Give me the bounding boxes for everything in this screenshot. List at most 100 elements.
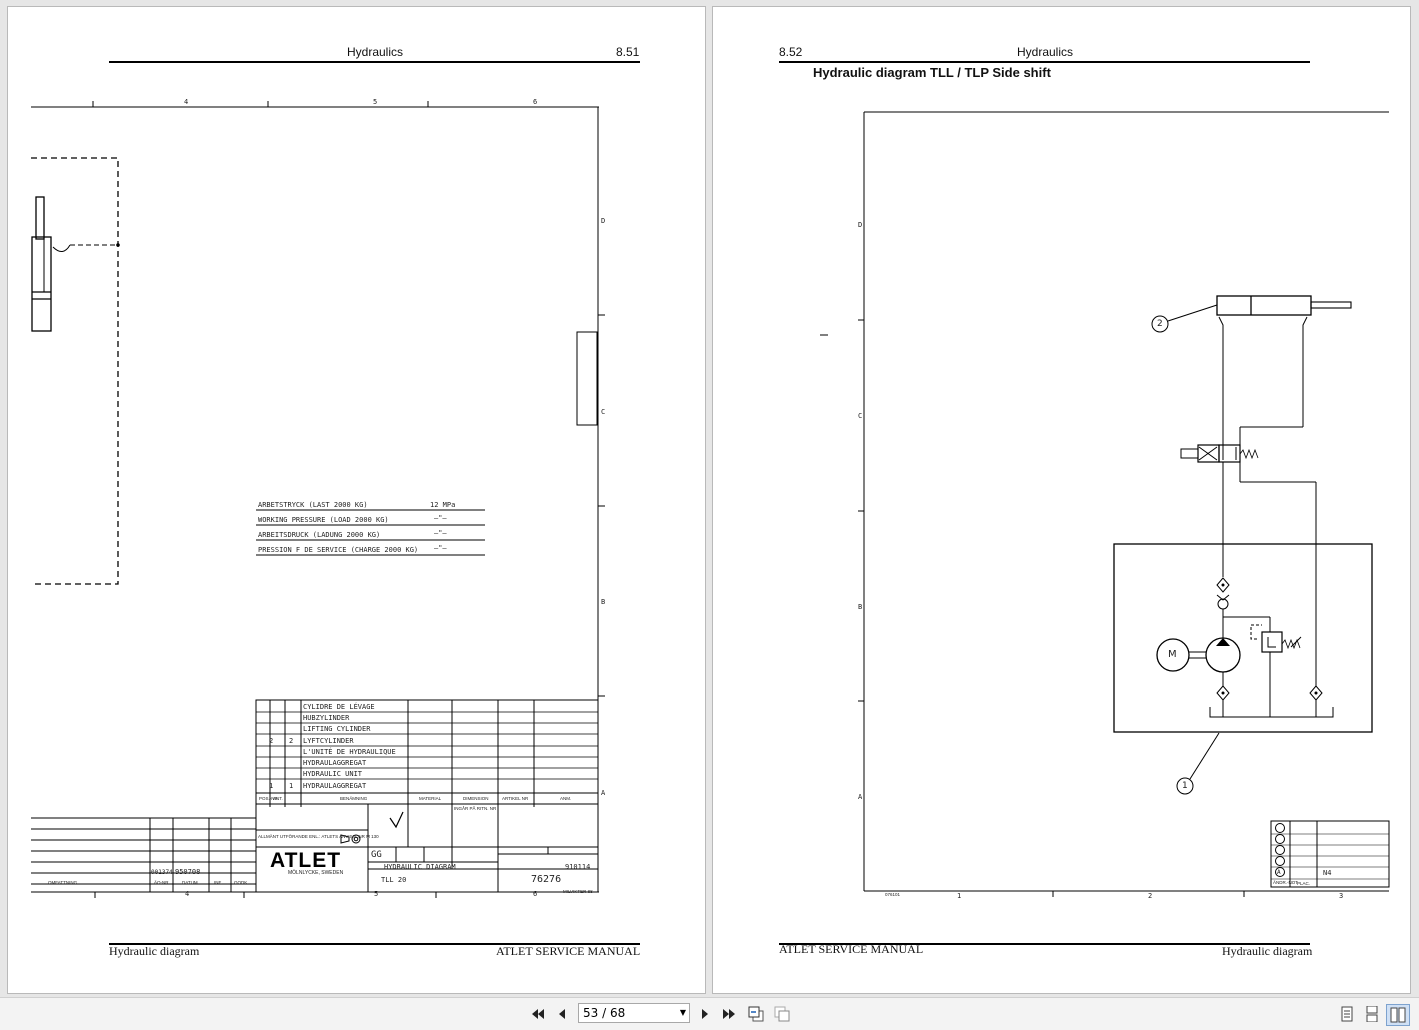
revision-number: 001374	[151, 869, 173, 876]
allmant-note: ALLMÄNT UTFÖRANDE ENL.: ATLETS ANVISN. N…	[258, 834, 379, 839]
left-grid-row-d: D	[601, 217, 606, 225]
andr-label-godk: GODK.	[234, 880, 249, 885]
left-grid-col-4: 4	[184, 98, 189, 106]
parts-row-ant: 1	[289, 782, 294, 790]
callout-2-label: 2	[1157, 319, 1163, 329]
right-footer-section: Hydraulic diagram	[1222, 944, 1313, 958]
revision-corner-label: A	[1277, 869, 1281, 876]
pressure-value-de: —"—	[434, 529, 447, 537]
left-footer-manual: ATLET SERVICE MANUAL	[496, 944, 641, 958]
left-footer-section: Hydraulic diagram	[109, 944, 200, 958]
parts-row-name: HUBZYLINDER	[303, 714, 350, 722]
parts-row-pos: 2	[269, 737, 274, 745]
bottom-code: 076101	[885, 892, 901, 897]
right-grid-row-b: B	[858, 603, 863, 611]
hydraulic-lift-drawing	[31, 101, 605, 898]
parts-row-name: HYDRAULIC UNIT	[303, 770, 363, 778]
parts-header-ant: ANT.	[273, 796, 283, 801]
left-bottom-col-6: 6	[533, 890, 538, 898]
next-page-icon	[702, 1009, 708, 1019]
parts-row-name: L'UNITÉ DE HYDRAULIQUE	[303, 748, 396, 756]
left-footer-rule	[109, 943, 640, 945]
right-header-title: Hydraulics	[1017, 45, 1074, 59]
first-page-button[interactable]	[528, 1004, 548, 1024]
parts-row-name: LYFTCYLINDER	[303, 737, 354, 745]
previous-page-button[interactable]	[552, 1004, 572, 1024]
right-grid-row-d: D	[858, 221, 863, 229]
parts-header-material: MATERIAL	[419, 796, 442, 801]
pressure-value-fr: —"—	[434, 544, 447, 552]
parts-row-name: LIFTING CYLINDER	[303, 725, 371, 733]
page-number-select[interactable]: 53 / 68 ▼	[578, 1003, 690, 1023]
parts-header-name: BENÄMNING	[340, 796, 368, 801]
facing-pages-icon	[1390, 1007, 1406, 1023]
go-forward-button[interactable]	[772, 1004, 792, 1024]
right-header-page-number: 8.52	[779, 45, 803, 59]
parts-header-dimension: DIMENSION	[463, 796, 489, 801]
left-header-page-number: 8.51	[616, 45, 640, 59]
company-location: MÖLNLYCKE, SWEDEN	[288, 870, 344, 876]
revision-code: N4	[1323, 869, 1332, 877]
left-bottom-col-5: 5	[374, 890, 379, 898]
go-forward-icon	[774, 1006, 790, 1022]
right-grid-row-a: A	[858, 793, 863, 801]
andr-label-datum: DATUM	[182, 880, 198, 885]
right-grid-row-c: C	[858, 412, 863, 420]
left-grid-row-c: C	[601, 408, 606, 416]
first-page-icon	[532, 1009, 544, 1019]
pressure-value-en: —"—	[434, 514, 447, 522]
sheet-mark: MILVIKTER 88	[563, 889, 593, 894]
revision-date: 950708	[175, 868, 201, 876]
rev-label-andr: ÄNDR.-NOT	[1273, 880, 1298, 885]
motor-label: M	[1168, 649, 1177, 660]
pressure-label-de: ARBEITSDRUCK (LADUNG 2000 KG)	[258, 531, 381, 539]
drawing-date: 910114	[565, 863, 591, 871]
left-grid-row-a: A	[601, 789, 606, 797]
right-footer-rule	[779, 943, 1310, 945]
andr-label-ao: ÄO-NR	[154, 880, 169, 885]
parts-row-name: CYLIDRE DE LÉVAGE	[303, 703, 375, 711]
last-page-button[interactable]	[719, 1004, 739, 1024]
single-page-view-button[interactable]	[1337, 1004, 1357, 1024]
right-footer-manual: ATLET SERVICE MANUAL	[779, 942, 924, 956]
omfattning-label: OMFATTNING	[48, 880, 78, 885]
parts-header-anm: ANM.	[560, 796, 572, 801]
facing-pages-view-button[interactable]	[1386, 1004, 1410, 1026]
right-page: 8.52 Hydraulics Hydraulic diagram TLL / …	[712, 6, 1411, 994]
single-page-icon	[1341, 1006, 1353, 1022]
left-bottom-col-4: 4	[185, 890, 190, 898]
left-header-rule	[109, 61, 640, 63]
go-back-button[interactable]	[746, 1004, 766, 1024]
page-number-display: 53 / 68	[583, 1006, 626, 1020]
parts-header-ingar: INGÅR PÅ RITN. NR	[454, 806, 497, 811]
andr-label-inf: INF.	[214, 880, 223, 885]
diagram-subtitle: Hydraulic diagram TLL / TLP Side shift	[813, 65, 1051, 80]
callout-1-label: 1	[1182, 781, 1188, 791]
viewer-toolbar: 53 / 68 ▼	[0, 997, 1419, 1030]
left-header-title: Hydraulics	[347, 45, 404, 59]
right-grid-col-1: 1	[957, 892, 962, 900]
left-grid-col-5: 5	[373, 98, 378, 106]
previous-page-icon	[559, 1009, 565, 1019]
next-page-button[interactable]	[695, 1004, 715, 1024]
parts-row-ant: 2	[289, 737, 294, 745]
left-page: Hydraulics 8.51	[7, 6, 706, 994]
right-grid-col-3: 3	[1339, 892, 1344, 900]
parts-row-name: HYDRAULAGGREGAT	[303, 759, 367, 767]
pressure-label-se: ARBETSTRYCK (LAST 2000 KG)	[258, 501, 368, 509]
left-grid-col-6: 6	[533, 98, 538, 106]
parts-row-pos: 1	[269, 782, 274, 790]
atlet-logo: ATLET	[270, 849, 342, 872]
pressure-label-fr: PRESSION F DE SERVICE (CHARGE 2000 KG)	[258, 546, 419, 554]
continuous-view-button[interactable]	[1362, 1004, 1382, 1024]
last-page-icon	[723, 1009, 735, 1019]
rev-label-plac: PLAC.	[1297, 881, 1311, 886]
parts-header-artikel: ARTIKEL NR	[502, 796, 529, 801]
parts-header-pos: POS.-NR	[259, 796, 278, 801]
drawing-number: 76276	[531, 874, 562, 885]
right-grid-col-2: 2	[1148, 892, 1153, 900]
go-back-icon	[748, 1006, 764, 1022]
continuous-page-icon	[1366, 1006, 1378, 1022]
right-header-rule	[779, 61, 1310, 63]
pressure-value-se: 12 MPa	[430, 501, 456, 509]
